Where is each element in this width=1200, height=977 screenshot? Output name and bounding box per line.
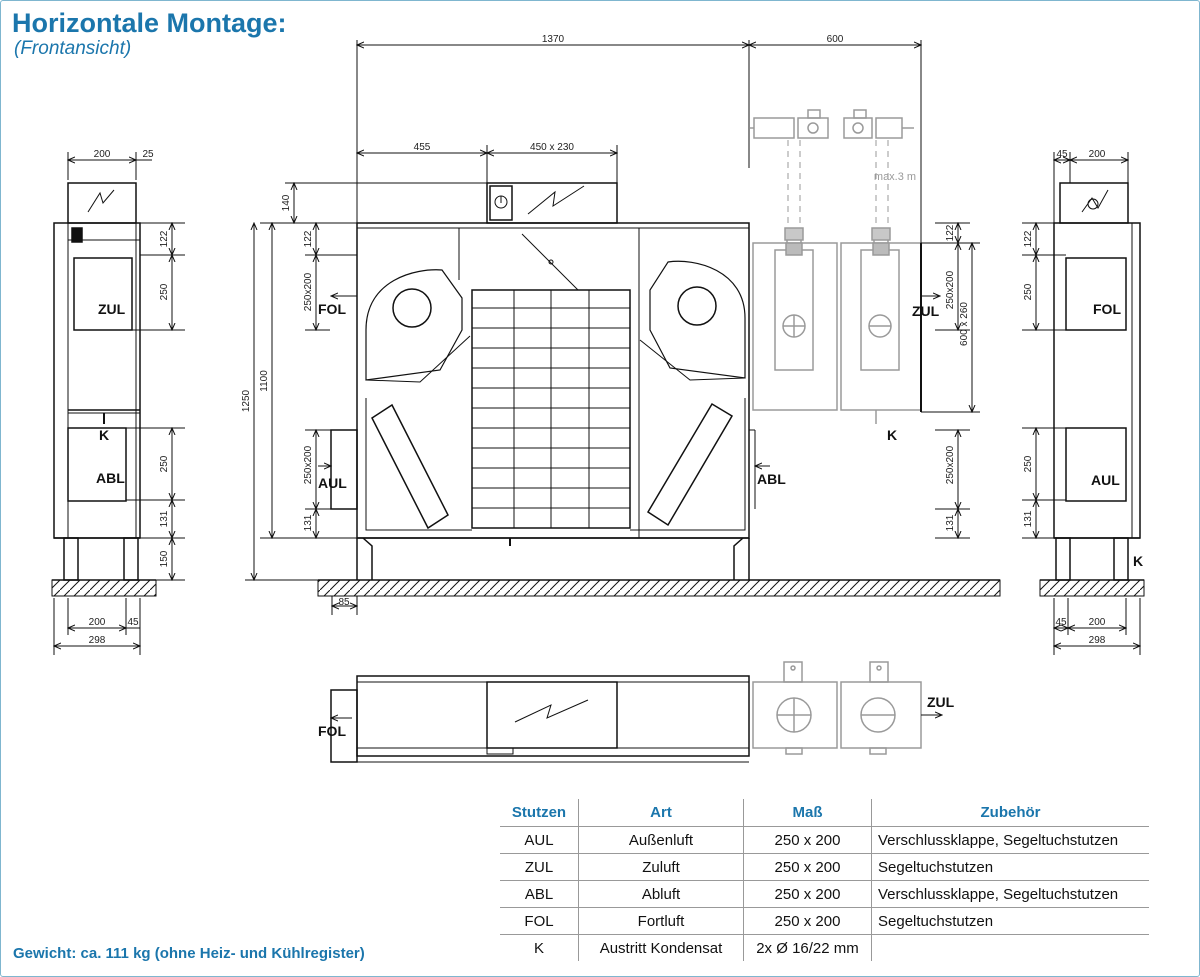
cell-mass: 2x Ø 16/22 mm [743,934,872,961]
cell-mass: 250 x 200 [743,907,872,935]
dim-left-bottom-45: 45 [127,617,139,628]
cell-art: Abluft [578,880,744,908]
dim-front-131: 131 [303,514,314,531]
page-subtitle: (Frontansicht) [14,38,132,59]
cell-stutzen: AUL [500,826,579,854]
label-fol-front: FOL [318,301,346,317]
dim-left-250-upper: 250 [159,283,170,300]
front-accessory-register [750,109,922,424]
dim-right-top-200: 200 [1089,149,1106,160]
page-title: Horizontale Montage: [12,8,287,38]
dim-left-150: 150 [159,550,170,567]
label-aul-right: AUL [1091,472,1120,488]
dim-rightview-122: 122 [1023,230,1034,247]
top-view [331,675,750,763]
label-zul-top: ZUL [927,694,955,710]
label-abl-left: ABL [96,470,125,486]
dim-left-131: 131 [159,510,170,527]
dim-front-122: 122 [303,230,314,247]
cell-art: Fortluft [578,907,744,935]
col-header-stutzen: Stutzen [500,799,579,827]
dim-rightview-131: 131 [1023,510,1034,527]
label-zul-front: ZUL [912,303,940,319]
label-k-right: K [1133,553,1143,569]
cell-mass: 250 x 200 [743,853,872,881]
dim-front-250x200-lower: 250x200 [303,445,314,484]
dim-right-250x200-lower: 250x200 [945,445,956,484]
cell-art: Austritt Kondensat [578,934,744,961]
label-abl-front: ABL [757,471,786,487]
dim-left-250-lower: 250 [159,455,170,472]
label-k-left: K [99,427,109,443]
dim-140: 140 [281,194,292,211]
dim-register-600: 600 [827,34,844,45]
dim-455: 455 [414,142,431,153]
cell-stutzen: ABL [500,880,579,908]
table-row: ZUL Zuluft 250 x 200 Segeltuchstutzen [500,853,1149,881]
cell-zubehoer: Segeltuchstutzen [871,907,1149,935]
dim-right-top-45: 45 [1056,149,1068,160]
front-view-dimensions [245,40,980,615]
left-floor-hatch [51,579,157,597]
dim-left-top-200: 200 [94,149,111,160]
weight-note: Gewicht: ca. 111 kg (ohne Heiz- und Kühl… [13,945,365,962]
dim-height-1100: 1100 [259,370,270,392]
dim-85: 85 [338,597,350,608]
label-aul-front: AUL [318,475,347,491]
right-floor-hatch [1039,579,1145,597]
dim-600x260: 600 x 260 [959,302,970,346]
cell-zubehoer: Verschlussklappe, Segeltuchstutzen [871,826,1149,854]
dim-left-bottom-298: 298 [89,635,106,646]
dim-right-122: 122 [945,224,956,241]
cell-stutzen: K [533,939,544,957]
col-header-zubehoer: Zubehör [871,799,1149,827]
cell-zubehoer: Segeltuchstutzen [871,853,1149,881]
col-header-art: Art [578,799,744,827]
connection-spec-table: Stutzen Art Maß Zubehör AUL Außenluft 25… [500,799,1149,961]
top-view-accessory-register [752,661,942,755]
dim-front-250x200-upper: 250x200 [303,272,314,311]
label-max3m: max.3 m [874,171,916,183]
dim-right-131: 131 [945,514,956,531]
label-zul-left: ZUL [98,301,126,317]
dim-right-bottom-200: 200 [1089,617,1106,628]
dim-right-250x200-upper: 250x200 [945,270,956,309]
label-k-front: K [887,427,897,443]
table-row: AUL Außenluft 250 x 200 Verschlussklappe… [500,826,1149,854]
left-view-dimensions [54,152,185,655]
dim-right-bottom-298: 298 [1089,635,1106,646]
cell-stutzen: FOL [500,907,579,935]
label-fol-right: FOL [1093,301,1121,317]
dim-width-1370: 1370 [542,34,565,45]
table-header-row: Stutzen Art Maß Zubehör [500,799,1149,827]
cell-mass: 250 x 200 [743,880,872,908]
dim-rightview-250-lower: 250 [1023,455,1034,472]
cell-art: Zuluft [578,853,744,881]
table-row: ABL Abluft 250 x 200 Verschlussklappe, S… [500,880,1149,908]
cell-zubehoer: Verschlussklappe, Segeltuchstutzen [871,880,1149,908]
dim-left-top-25: 25 [142,149,154,160]
cell-stutzen: ZUL [500,853,579,881]
dim-rightview-250-upper: 250 [1023,283,1034,300]
cell-mass: 250 x 200 [743,826,872,854]
dim-left-bottom-200: 200 [89,617,106,628]
table-row: FOL Fortluft 250 x 200 Segeltuchstutzen [500,907,1149,935]
table-row: K Austritt Kondensat 2x Ø 16/22 mm [500,934,1149,961]
dim-450x230: 450 x 230 [530,142,574,153]
front-floor-hatch [317,579,1001,597]
left-side-view [52,182,156,581]
cell-art: Außenluft [578,826,744,854]
dim-right-bottom-45: 45 [1055,617,1067,628]
dim-left-122: 122 [159,230,170,247]
dim-height-1250: 1250 [241,389,252,412]
label-fol-top: FOL [318,723,346,739]
right-view-dimensions [1022,152,1140,655]
col-header-mass: Maß [743,799,872,827]
right-side-view [1040,182,1144,581]
cell-zubehoer [871,934,1149,961]
